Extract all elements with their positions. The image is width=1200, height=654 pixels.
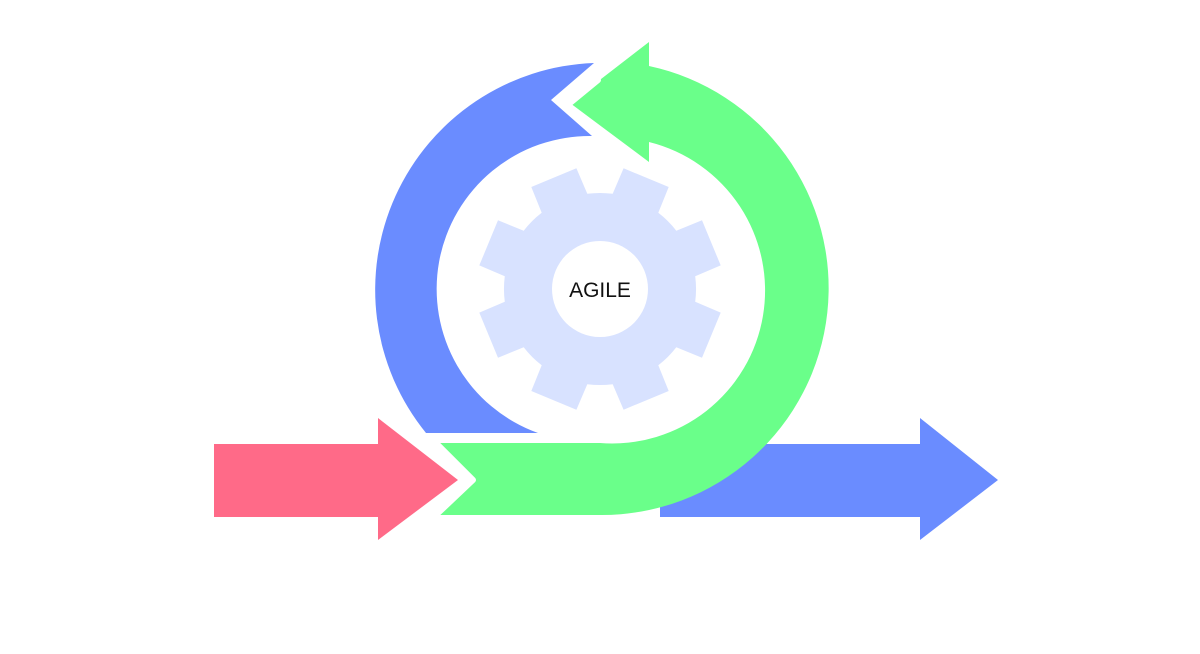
gap-line-top (567, 77, 601, 106)
gap-line-left (433, 440, 476, 518)
input-arrow (214, 418, 458, 540)
loop-start-arc (375, 63, 594, 433)
center-label: AGILE (569, 279, 631, 302)
gear-hub (552, 241, 648, 337)
loop-return-arrow (436, 42, 829, 516)
